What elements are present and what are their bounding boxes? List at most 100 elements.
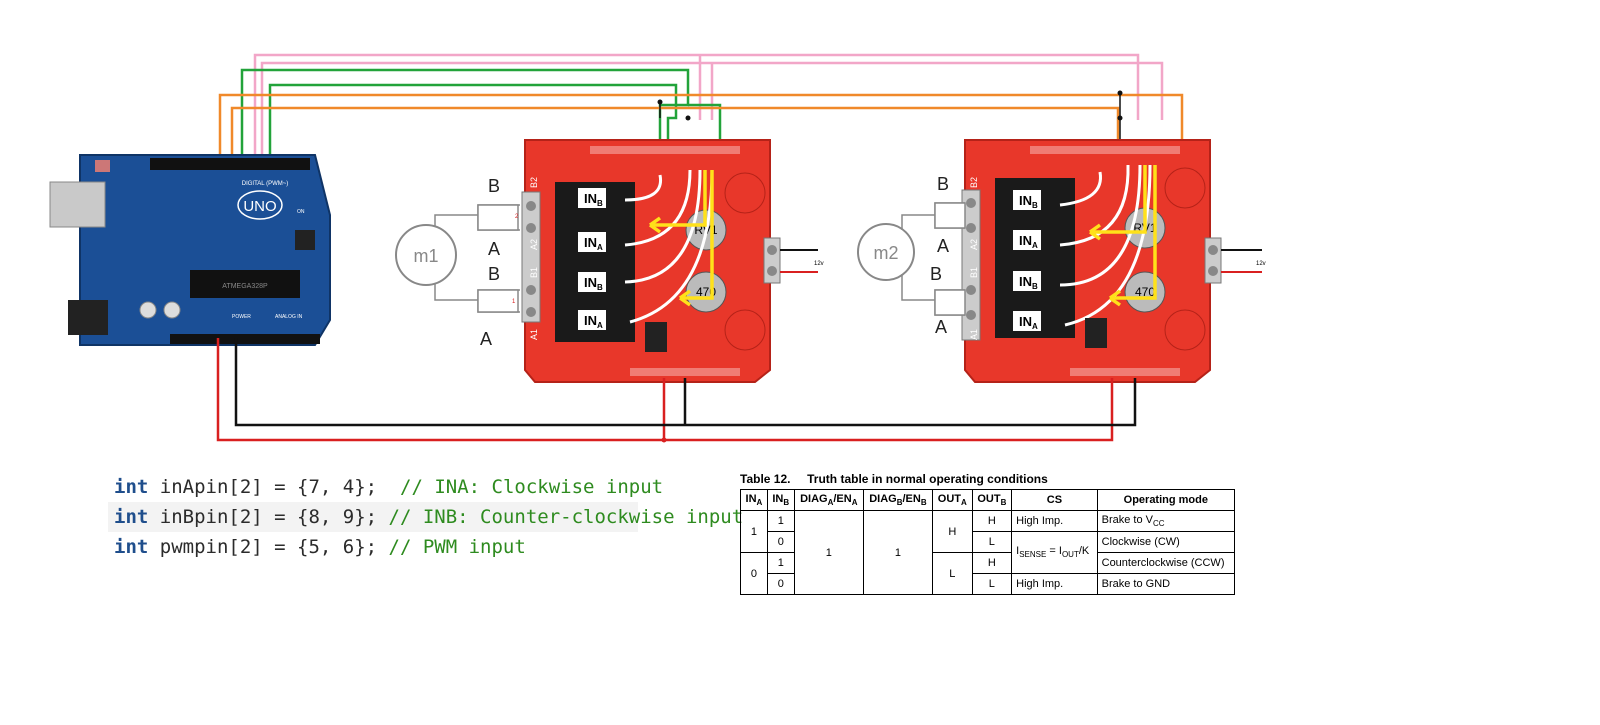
svg-text:INB: INB (584, 191, 603, 208)
arduino-uno-board: ATMEGA328P UNO DIGITAL (PWM~) POWER ANAL… (49, 154, 331, 346)
cell-outb: L (971, 531, 1013, 553)
code-decl: inBpin[2] = {8, 9}; (148, 506, 389, 528)
cell-inb: 1 (766, 510, 795, 532)
resistor-mark-2: 1 (512, 299, 516, 305)
cell-outb: H (971, 552, 1013, 574)
cell-ina: 0 (740, 552, 768, 595)
svg-text:INA: INA (584, 235, 603, 252)
supply-label-1: 12v (814, 261, 824, 267)
cell-cs: High Imp. (1011, 573, 1098, 595)
motor-1-label: m1 (413, 246, 438, 266)
code-comment: // PWM input (388, 536, 526, 558)
arduino-digital-label: DIGITAL (PWM~) (242, 181, 289, 187)
side-label-b-bot-1: B (488, 264, 500, 284)
code-line-3: int pwmpin[2] = {5, 6}; // PWM input (108, 532, 638, 562)
side-label-a-bot-1: A (480, 329, 492, 349)
cell-outa: L (932, 552, 973, 595)
side-label-a-top-1: A (488, 239, 500, 259)
motor-shield-2: INB INA INB INA RV1 470 B2 A2 B1 A1 (961, 139, 1266, 383)
cell-mode: Brake to GND (1096, 573, 1236, 595)
arduino-chip-label: ATMEGA328P (222, 283, 268, 290)
cap-label-2b: 470 (1135, 285, 1155, 299)
cell-diagb: 1 (862, 510, 934, 595)
green-wire-2 (268, 83, 678, 160)
orange-wire-2 (230, 106, 1120, 160)
truth-table-caption: Table 12. Truth table in normal operatin… (740, 472, 1048, 486)
table-header-row: INA INB DIAGA/ENA DIAGB/ENB OUTA OUTB CS… (740, 489, 1236, 511)
black-ground-wire (234, 338, 1137, 427)
header-diaga: DIAGA/ENA (793, 489, 864, 511)
header-outa: OUTA (932, 489, 973, 511)
code-decl: pwmpin[2] = {5, 6}; (148, 536, 389, 558)
resistor-mark-1: 2 (515, 214, 519, 220)
table-row: 0 L ISENSE = IOUT/K Clockwise (CW) (741, 531, 1236, 574)
arduino-analog-label: ANALOG IN (275, 314, 303, 320)
side-label-b-top-1: B (488, 176, 500, 196)
motor-2: m2 B A B A (857, 174, 966, 337)
code-keyword: int (114, 506, 149, 528)
cell-inb: 1 (766, 552, 795, 574)
cell-inb: 0 (766, 531, 795, 553)
terminal-b1-1: B1 (529, 267, 539, 278)
pink-wire-2 (260, 61, 1164, 160)
signal-wires (218, 53, 1184, 160)
cell-ina: 1 (740, 510, 768, 553)
motor-2-label: m2 (873, 243, 898, 263)
truth-table-block: Table 12. Truth table in normal operatin… (740, 472, 1240, 595)
side-label-b-bot-2: B (930, 264, 942, 284)
terminal-b2-1: B2 (529, 177, 539, 188)
table-row: 0 L High Imp. Brake to GND (741, 573, 1236, 595)
cell-outb: L (971, 573, 1013, 595)
table-row: 1 1 1 1 H H High Imp. Brake to VCC (740, 510, 1236, 595)
truth-table: INA INB DIAGA/ENA DIAGB/ENB OUTA OUTB CS… (740, 489, 1236, 595)
terminal-a1-1: A1 (529, 329, 539, 340)
cell-diaga: 1 (793, 510, 864, 595)
arduino-power-label: POWER (232, 314, 251, 320)
cell-outb: H (971, 510, 1013, 532)
arduino-on-label: ON (297, 209, 305, 215)
svg-text:INB: INB (584, 275, 603, 292)
svg-text:INB: INB (1019, 193, 1038, 210)
cell-cs-merged: ISENSE = IOUT/K (1011, 531, 1098, 574)
svg-text:INB: INB (1019, 274, 1038, 291)
code-line-2: int inBpin[2] = {8, 9}; // INB: Counter-… (108, 502, 743, 532)
terminal-a2-1: A2 (529, 239, 539, 250)
svg-text:INA: INA (1019, 233, 1038, 250)
orange-wire-1 (218, 93, 1184, 160)
cell-cs: High Imp. (1011, 510, 1098, 532)
power-wires (216, 338, 1137, 443)
header-mode: Operating mode (1096, 489, 1236, 511)
chip-labels-shield-1: INB INA INB INA (578, 188, 606, 330)
code-decl: inApin[2] = {7, 4}; (148, 476, 400, 498)
motor-shield-1: INB INA INB INA RV1 470 B2 A2 B1 A1 (521, 139, 824, 383)
cell-mode: Counterclockwise (CCW) (1096, 552, 1236, 574)
svg-text:INA: INA (584, 313, 603, 330)
header-inb: INB (766, 489, 795, 511)
cell-inb: 0 (766, 573, 795, 595)
cell-mode: Clockwise (CW) (1096, 531, 1236, 553)
side-label-a-top-2: A (937, 236, 949, 256)
header-cs: CS (1011, 489, 1098, 511)
code-comment: // INB: Counter-clockwise input (388, 506, 744, 528)
code-comment: // INA: Clockwise input (400, 476, 664, 498)
svg-text:INA: INA (1019, 314, 1038, 331)
terminal-b1-2: B1 (969, 267, 979, 278)
terminal-a1-2: A1 (969, 329, 979, 340)
terminal-a2-2: A2 (969, 239, 979, 250)
side-label-a-bot-2: A (935, 317, 947, 337)
cell-outa: H (932, 510, 973, 553)
header-ina: INA (740, 489, 768, 511)
code-keyword: int (114, 536, 149, 558)
code-snippet: int inApin[2] = {7, 4}; // INA: Clockwis… (108, 472, 743, 562)
code-line-1: int inApin[2] = {7, 4}; // INA: Clockwis… (108, 472, 663, 502)
motor-1: m1 2 1 B A B A (395, 176, 520, 349)
chip-labels-shield-2: INB INA INB INA (1013, 190, 1041, 331)
code-keyword: int (114, 476, 149, 498)
supply-label-2: 12v (1256, 261, 1266, 267)
cell-mode: Brake to VCC (1096, 510, 1236, 532)
side-label-b-top-2: B (937, 174, 949, 194)
header-outb: OUTB (971, 489, 1013, 511)
arduino-logo: UNO (243, 198, 276, 215)
header-diagb: DIAGB/ENB (862, 489, 934, 511)
terminal-b2-2: B2 (969, 177, 979, 188)
